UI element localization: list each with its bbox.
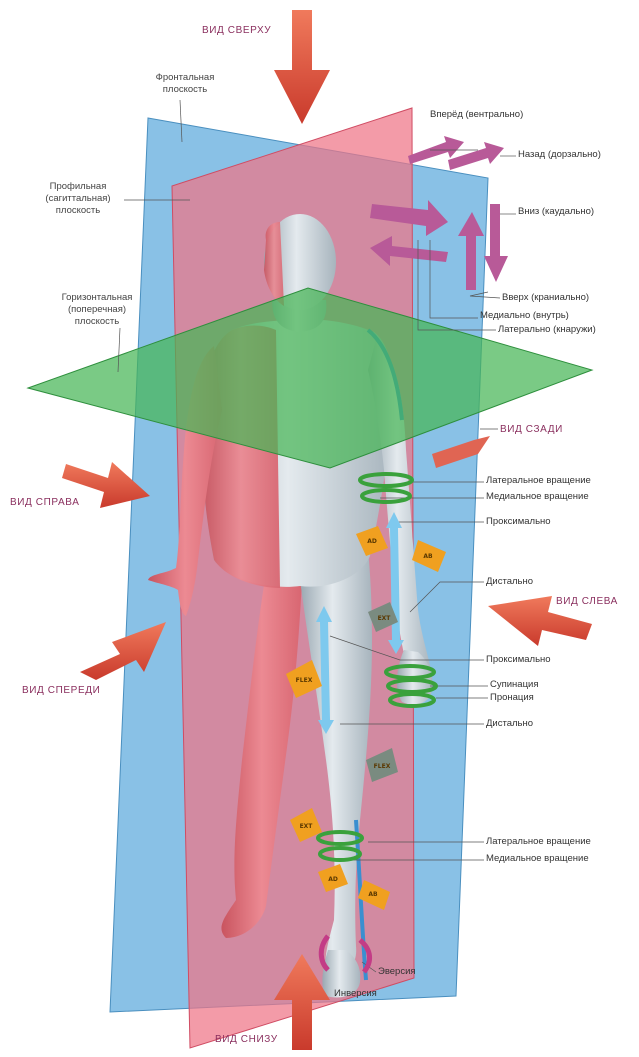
horizontal-plane-label-line-3: плоскость [42,316,152,328]
sagittal-plane-label-line-2: (сагиттальная) [30,193,126,205]
view-left-label: ВИД СЛЕВА [556,596,618,607]
leg-proximal-label: Проксимально [486,654,551,666]
svg-text:AB: AB [423,553,433,560]
ankle-lateral-rotation-label: Латеральное вращение [486,836,591,848]
ankle-medial-rotation-label: Медиальное вращение [486,853,589,865]
sagittal-plane-label: Профильная (сагиттальная) плоскость [30,181,126,217]
arm-distal-label: Дистально [486,576,533,588]
inferior-label: Вниз (каудально) [518,206,594,218]
view-right-label: ВИД СПРАВА [10,497,80,508]
svg-text:FLEX: FLEX [296,677,313,684]
frontal-plane-label-line-1: Фронтальная [140,72,230,84]
inversion-label: Инверсия [334,988,377,1000]
sagittal-plane-label-line-3: плоскость [30,205,126,217]
frontal-plane-label-line-2: плоскость [140,84,230,96]
view-arrow-top [274,10,330,124]
svg-text:FLEX: FLEX [374,763,391,770]
arm-proximal-label: Проксимально [486,516,551,528]
svg-text:AD: AD [367,538,377,545]
medial-label: Медиально (внутрь) [480,310,569,322]
eversion-label: Эверсия [378,966,416,978]
svg-text:EXT: EXT [378,615,392,622]
view-front-label: ВИД СПЕРЕДИ [22,685,100,696]
view-top-label: ВИД СВЕРХУ [202,25,271,36]
svg-text:AD: AD [328,876,338,883]
view-back-label: ВИД СЗАДИ [500,424,563,435]
supination-label: Супинация [490,679,538,691]
superior-label: Вверх (краниально) [502,292,589,304]
sagittal-plane-label-line-1: Профильная [30,181,126,193]
posterior-label: Назад (дорзально) [518,149,601,161]
shoulder-medial-rotation-label: Медиальное вращение [486,491,589,503]
horizontal-plane-label: Горизонтальная (поперечная) плоскость [42,292,152,328]
leg-distal-label: Дистально [486,718,533,730]
svg-text:AB: AB [368,891,378,898]
svg-text:EXT: EXT [300,823,314,830]
view-bottom-label: ВИД СНИЗУ [215,1034,278,1045]
anterior-label: Вперёд (вентрально) [430,109,523,121]
horizontal-plane-label-line-2: (поперечная) [42,304,152,316]
shoulder-lateral-rotation-label: Латеральное вращение [486,475,591,487]
lateral-label: Латерально (кнаружи) [498,324,596,336]
horizontal-plane-label-line-1: Горизонтальная [42,292,152,304]
frontal-plane-label: Фронтальная плоскость [140,72,230,96]
pronation-label: Пронация [490,692,534,704]
